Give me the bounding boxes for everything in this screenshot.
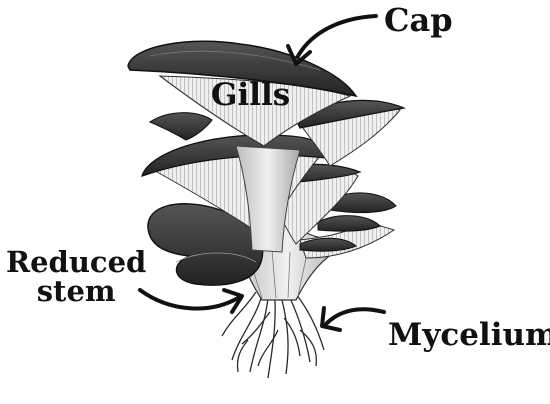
reduced-stem-label-line1: Reduced (6, 245, 147, 279)
mycelium-roots (221, 291, 325, 379)
reduced-stem-label: Reduced stem (6, 248, 146, 306)
top-cap (127, 40, 358, 147)
cap-label: Cap (384, 1, 453, 39)
reduced-stem-label-line2: stem (36, 274, 116, 308)
small-right-caps (299, 192, 397, 259)
stem-trunk (235, 145, 301, 253)
mycelium-label: Mycelium (388, 317, 550, 353)
lower-left-cap (147, 203, 264, 286)
arrow-to-reduced-stem (138, 288, 244, 314)
arrow-to-cap (286, 14, 378, 66)
arrow-to-mycelium (320, 306, 386, 332)
left-small-cap (148, 112, 213, 141)
gills-label: Gills (211, 77, 291, 113)
